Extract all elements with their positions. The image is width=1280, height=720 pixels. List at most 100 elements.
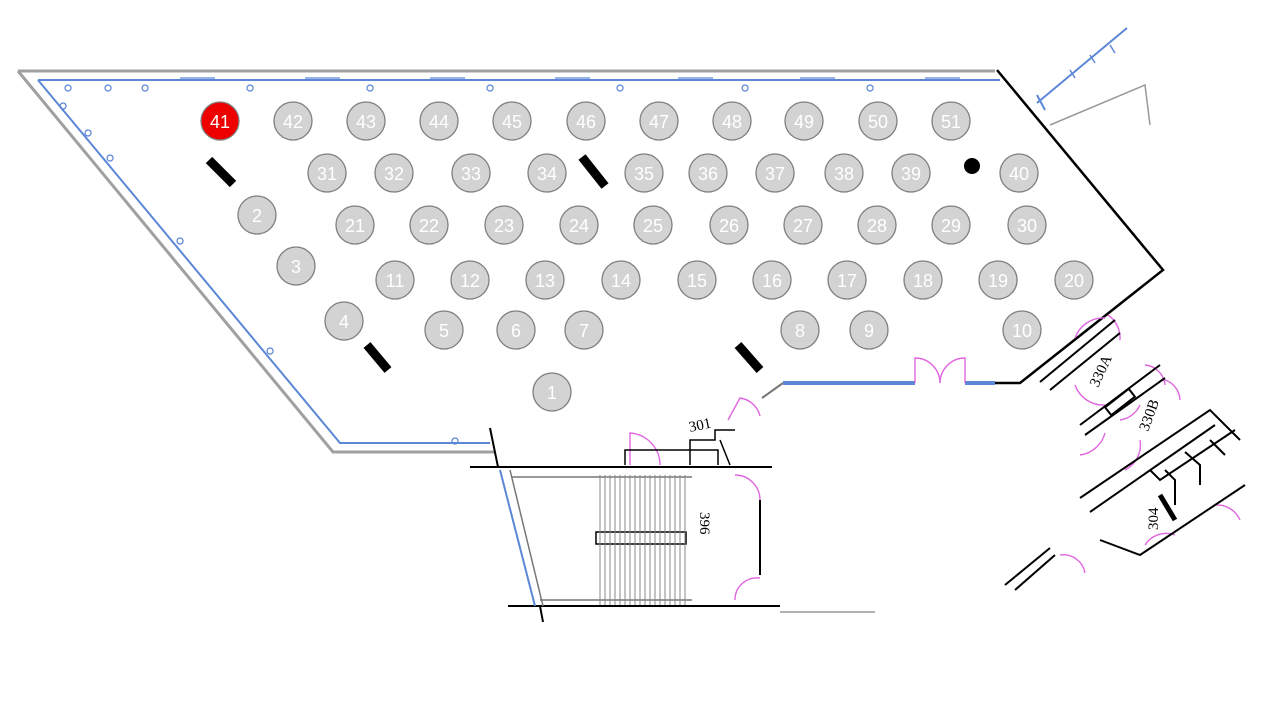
seat-marker[interactable] [200,101,240,141]
seat-marker[interactable] [709,205,749,245]
seat-marker[interactable] [374,153,414,193]
seat-39[interactable]: 39 [891,153,931,193]
seat-marker[interactable] [237,195,277,235]
seat-marker[interactable] [849,310,889,350]
seat-marker[interactable] [712,101,752,141]
seat-3[interactable]: 3 [276,246,316,286]
seat-marker[interactable] [496,310,536,350]
seat-46[interactable]: 46 [566,101,606,141]
seat-42[interactable]: 42 [273,101,313,141]
seat-25[interactable]: 25 [633,205,673,245]
seat-marker[interactable] [324,301,364,341]
seat-38[interactable]: 38 [824,153,864,193]
seat-marker[interactable] [335,205,375,245]
seat-32[interactable]: 32 [374,153,414,193]
seat-marker[interactable] [375,260,415,300]
seat-marker[interactable] [525,260,565,300]
seat-marker[interactable] [451,153,491,193]
seat-marker[interactable] [755,153,795,193]
seat-36[interactable]: 36 [688,153,728,193]
seat-4[interactable]: 4 [324,301,364,341]
seat-marker[interactable] [633,205,673,245]
seat-marker[interactable] [688,153,728,193]
seat-34[interactable]: 34 [527,153,567,193]
seat-marker[interactable] [624,153,664,193]
seat-45[interactable]: 45 [492,101,532,141]
seat-17[interactable]: 17 [827,260,867,300]
seat-marker[interactable] [601,260,641,300]
seat-5[interactable]: 5 [424,310,464,350]
seat-marker[interactable] [780,310,820,350]
seat-marker[interactable] [307,153,347,193]
seat-marker[interactable] [931,205,971,245]
seat-12[interactable]: 12 [450,260,490,300]
seat-18[interactable]: 18 [903,260,943,300]
seat-27[interactable]: 27 [783,205,823,245]
seat-51[interactable]: 51 [931,101,971,141]
seat-28[interactable]: 28 [857,205,897,245]
seat-47[interactable]: 47 [639,101,679,141]
seat-20[interactable]: 20 [1054,260,1094,300]
seat-marker[interactable] [450,260,490,300]
seat-marker[interactable] [978,260,1018,300]
seat-9[interactable]: 9 [849,310,889,350]
seat-50[interactable]: 50 [858,101,898,141]
seat-1[interactable]: 1 [532,372,572,412]
seat-marker[interactable] [999,153,1039,193]
seat-31[interactable]: 31 [307,153,347,193]
seat-marker[interactable] [527,153,567,193]
seat-41[interactable]: 41 [200,101,240,141]
seat-14[interactable]: 14 [601,260,641,300]
seat-marker[interactable] [903,260,943,300]
seat-marker[interactable] [1007,205,1047,245]
seat-7[interactable]: 7 [564,310,604,350]
seat-marker[interactable] [276,246,316,286]
seat-29[interactable]: 29 [931,205,971,245]
seat-19[interactable]: 19 [978,260,1018,300]
seat-6[interactable]: 6 [496,310,536,350]
seat-marker[interactable] [1002,310,1042,350]
seat-15[interactable]: 15 [677,260,717,300]
seat-marker[interactable] [783,205,823,245]
seat-marker[interactable] [858,101,898,141]
seat-23[interactable]: 23 [484,205,524,245]
seat-marker[interactable] [827,260,867,300]
seat-marker[interactable] [931,101,971,141]
seat-marker[interactable] [891,153,931,193]
seat-marker[interactable] [273,101,313,141]
seat-marker[interactable] [824,153,864,193]
seat-marker[interactable] [677,260,717,300]
seat-21[interactable]: 21 [335,205,375,245]
seat-13[interactable]: 13 [525,260,565,300]
seat-37[interactable]: 37 [755,153,795,193]
seat-11[interactable]: 11 [375,260,415,300]
seat-marker[interactable] [1054,260,1094,300]
seat-26[interactable]: 26 [709,205,749,245]
seat-10[interactable]: 10 [1002,310,1042,350]
seat-marker[interactable] [419,101,459,141]
seat-40[interactable]: 40 [999,153,1039,193]
seat-marker[interactable] [346,101,386,141]
seat-30[interactable]: 30 [1007,205,1047,245]
seat-marker[interactable] [566,101,606,141]
seat-43[interactable]: 43 [346,101,386,141]
seat-8[interactable]: 8 [780,310,820,350]
seat-35[interactable]: 35 [624,153,664,193]
seat-marker[interactable] [532,372,572,412]
seat-marker[interactable] [784,101,824,141]
seat-33[interactable]: 33 [451,153,491,193]
seat-marker[interactable] [409,205,449,245]
seat-marker[interactable] [492,101,532,141]
seat-49[interactable]: 49 [784,101,824,141]
seat-44[interactable]: 44 [419,101,459,141]
seat-marker[interactable] [559,205,599,245]
seat-22[interactable]: 22 [409,205,449,245]
seat-2[interactable]: 2 [237,195,277,235]
seat-16[interactable]: 16 [752,260,792,300]
seat-marker[interactable] [752,260,792,300]
seat-marker[interactable] [424,310,464,350]
seat-48[interactable]: 48 [712,101,752,141]
seat-marker[interactable] [484,205,524,245]
seat-24[interactable]: 24 [559,205,599,245]
seat-marker[interactable] [639,101,679,141]
